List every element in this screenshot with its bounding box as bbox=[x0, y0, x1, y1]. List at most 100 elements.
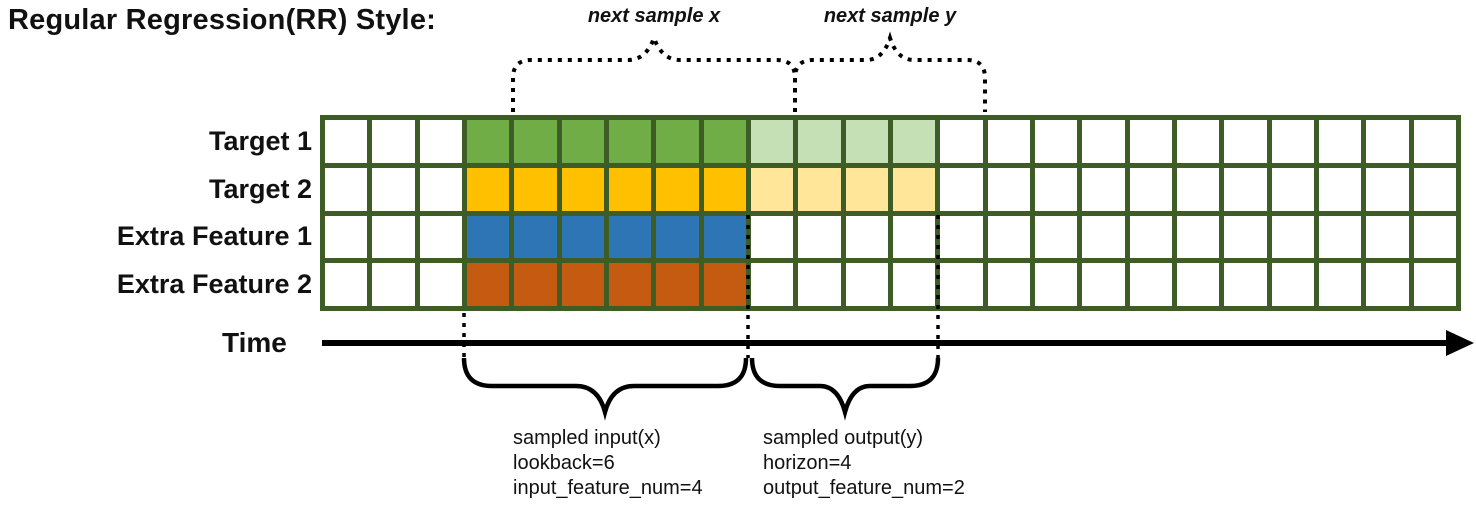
grid-cell bbox=[1318, 215, 1362, 259]
grid-cell bbox=[608, 167, 652, 211]
grid-cell bbox=[1413, 120, 1456, 163]
grid-cell bbox=[845, 120, 888, 163]
grid-cell bbox=[940, 167, 983, 211]
sampled-output-brace bbox=[749, 357, 941, 421]
grid-cell bbox=[1224, 120, 1267, 163]
grid-cell bbox=[1413, 263, 1456, 306]
grid-cell bbox=[514, 215, 557, 259]
grid-cell bbox=[1082, 167, 1125, 211]
grid-cell bbox=[1082, 215, 1125, 259]
grid-cell bbox=[656, 215, 699, 259]
grid-cell bbox=[466, 215, 510, 259]
grid-cell bbox=[1176, 167, 1220, 211]
grid-cell bbox=[1129, 215, 1172, 259]
row-label: Target 1 bbox=[208, 125, 312, 156]
grid-cell bbox=[514, 120, 557, 163]
grid-cell bbox=[656, 167, 699, 211]
grid-cell bbox=[1176, 120, 1220, 163]
row-label: Extra Feature 1 bbox=[116, 221, 312, 252]
grid-cell bbox=[703, 263, 746, 306]
grid-cell bbox=[325, 263, 368, 306]
grid-cell bbox=[608, 263, 652, 306]
grid-cell bbox=[1318, 120, 1362, 163]
grid-cell bbox=[703, 120, 746, 163]
grid-cell bbox=[1366, 215, 1409, 259]
grid-cell bbox=[987, 215, 1030, 259]
grid-cell bbox=[466, 263, 510, 306]
grid-cell bbox=[798, 215, 841, 259]
grid-cell bbox=[940, 215, 983, 259]
grid-cell bbox=[750, 215, 794, 259]
grid-cell bbox=[372, 167, 415, 211]
grid-cell bbox=[845, 263, 888, 306]
grid-cell bbox=[703, 215, 746, 259]
grid-cell bbox=[561, 167, 604, 211]
grid-cell bbox=[892, 215, 936, 259]
grid-cell bbox=[419, 167, 462, 211]
grid-cell bbox=[987, 263, 1030, 306]
grid-cell bbox=[1271, 263, 1314, 306]
grid-cell bbox=[892, 120, 936, 163]
horizon-line: horizon=4 bbox=[763, 452, 852, 474]
grid-cell bbox=[940, 120, 983, 163]
grid-cell bbox=[656, 120, 699, 163]
grid-cell bbox=[1034, 215, 1078, 259]
grid-cell bbox=[1176, 263, 1220, 306]
grid-cell bbox=[1034, 263, 1078, 306]
grid-cell bbox=[1129, 120, 1172, 163]
grid-cell bbox=[608, 120, 652, 163]
grid-cell bbox=[892, 167, 936, 211]
grid-cell bbox=[750, 120, 794, 163]
grid-cell bbox=[466, 167, 510, 211]
sampled-input-brace bbox=[461, 357, 749, 421]
output-feature-num-line: output_feature_num=2 bbox=[763, 477, 965, 499]
grid-cell bbox=[1129, 167, 1172, 211]
sampled-output-annotation: sampled output(y) horizon=4 output_featu… bbox=[763, 426, 965, 501]
grid-cell bbox=[892, 263, 936, 306]
grid-cell bbox=[1366, 120, 1409, 163]
grid-cell bbox=[561, 263, 604, 306]
grid-cell bbox=[1034, 120, 1078, 163]
grid-cell bbox=[1176, 215, 1220, 259]
grid-cell bbox=[845, 215, 888, 259]
diagram-title: Regular Regression(RR) Style: bbox=[8, 4, 436, 36]
grid-cell bbox=[1224, 263, 1267, 306]
grid-cell bbox=[987, 167, 1030, 211]
grid-cell bbox=[325, 167, 368, 211]
grid-cell bbox=[561, 120, 604, 163]
time-axis-label: Time bbox=[222, 327, 287, 358]
grid-cell bbox=[372, 120, 415, 163]
grid-cell bbox=[1366, 167, 1409, 211]
row-label: Target 2 bbox=[208, 173, 312, 204]
grid-cell bbox=[466, 120, 510, 163]
grid-cell bbox=[419, 120, 462, 163]
next-sample-y-brace bbox=[793, 31, 987, 112]
grid-cell bbox=[1224, 215, 1267, 259]
grid-cell bbox=[703, 167, 746, 211]
next-sample-y-label: next sample y bbox=[823, 5, 957, 27]
grid-cell bbox=[608, 215, 652, 259]
grid-cell bbox=[750, 167, 794, 211]
grid-cell bbox=[561, 215, 604, 259]
grid-cell bbox=[987, 120, 1030, 163]
grid-cell bbox=[750, 263, 794, 306]
grid-cell bbox=[1271, 167, 1314, 211]
grid-cell bbox=[514, 263, 557, 306]
sampled-output-line: sampled output(y) bbox=[763, 427, 924, 449]
grid-cell bbox=[798, 120, 841, 163]
grid-cell bbox=[1034, 167, 1078, 211]
time-arrow-head bbox=[1446, 330, 1474, 356]
grid-cell bbox=[798, 263, 841, 306]
grid-cell bbox=[372, 263, 415, 306]
input-feature-num-line: input_feature_num=4 bbox=[513, 477, 703, 499]
grid-cell bbox=[798, 167, 841, 211]
grid-cell bbox=[419, 215, 462, 259]
grid-cell bbox=[372, 215, 415, 259]
grid-cell bbox=[325, 215, 368, 259]
grid-cell bbox=[514, 167, 557, 211]
lookback-line: lookback=6 bbox=[513, 452, 615, 474]
grid-cell bbox=[1224, 167, 1267, 211]
grid-cell bbox=[845, 167, 888, 211]
grid-cell bbox=[1129, 263, 1172, 306]
grid-cell bbox=[940, 263, 983, 306]
